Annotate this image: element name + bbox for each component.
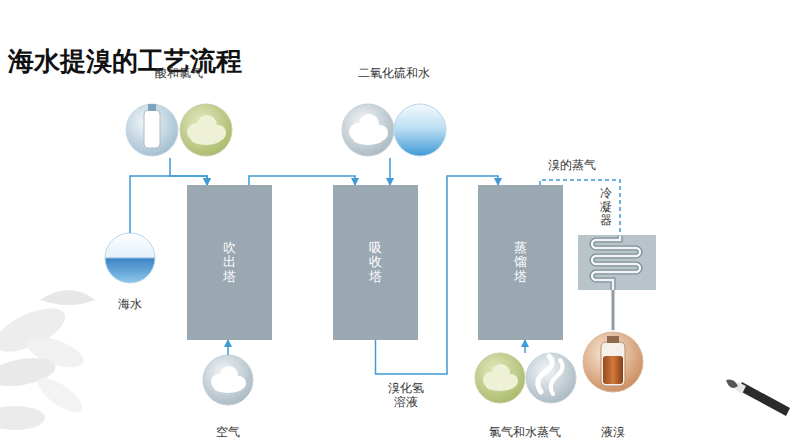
lotus-decoration: [0, 290, 95, 430]
tower-label: 吹出塔: [223, 241, 236, 284]
node-label: 空气: [198, 425, 258, 439]
brush-decoration: [726, 380, 790, 416]
condenser: [578, 235, 656, 290]
input-node: 氯气和水蒸气: [470, 353, 580, 441]
steam-icon: [526, 353, 576, 403]
flow-connector: [389, 158, 391, 185]
condenser-node: 冷凝器: [578, 235, 656, 290]
chlorine-cloud-icon: [180, 104, 232, 156]
node-label: 二氧化硫和水: [340, 66, 448, 80]
process-tower: 蒸馏塔: [478, 185, 563, 340]
input-node: 空气: [198, 355, 258, 441]
flow-connector: [170, 158, 207, 185]
sulfur-dioxide-icon: [342, 104, 394, 156]
flow-connector: [249, 176, 355, 185]
node-label: 酸和氯气: [124, 66, 234, 80]
tower-label: 蒸馏塔: [514, 241, 527, 284]
node-label: 海水: [102, 297, 158, 311]
seawater-icon: [105, 233, 155, 283]
input-node: 酸和氯气: [124, 64, 234, 158]
tower-label: 吸收塔: [369, 241, 382, 284]
diagram-title: 海水提溴的工艺流程: [8, 44, 242, 79]
air-icon: [203, 355, 253, 405]
product-node: 液溴: [583, 330, 643, 441]
input-node: 海水: [102, 233, 158, 313]
process-tower: 吹出塔: [187, 185, 272, 340]
liquid-bromine-icon: [583, 332, 643, 392]
edge-label: 溴的蒸气: [546, 158, 598, 172]
edge-label: 溴化氢溶液: [386, 381, 426, 410]
flow-connector: [612, 290, 615, 330]
chlorine-icon: [475, 353, 525, 403]
process-tower: 吸收塔: [333, 185, 418, 340]
node-label: 冷凝器: [600, 187, 612, 227]
acid-bottle-icon: [126, 104, 178, 156]
node-label: 液溴: [583, 425, 643, 439]
flow-connector: [227, 340, 229, 355]
flow-connector: [524, 340, 526, 353]
water-icon: [394, 104, 446, 156]
input-node: 二氧化硫和水: [340, 64, 448, 158]
node-label: 氯气和水蒸气: [470, 425, 580, 439]
